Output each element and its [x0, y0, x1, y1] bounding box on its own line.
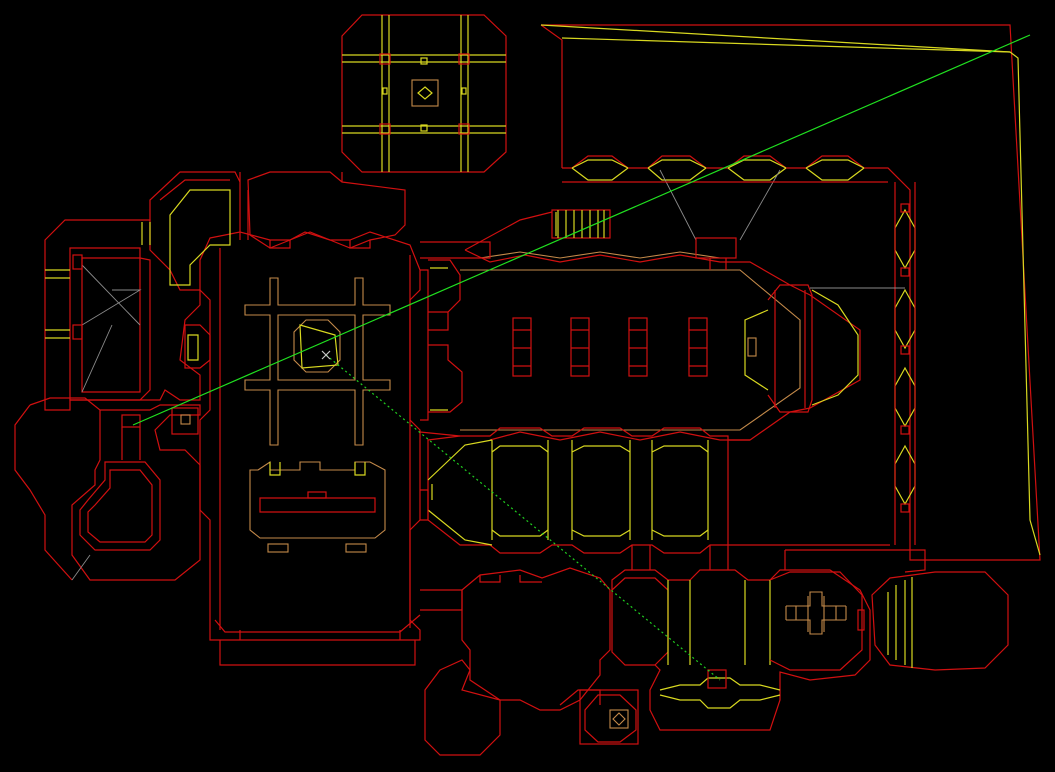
keep-hall-doors [419, 241, 491, 611]
north-antechamber [247, 171, 406, 249]
stairs-north [551, 209, 611, 239]
outdoor-courtyard [540, 24, 1041, 561]
cross-marker-icon [321, 350, 331, 360]
east-rotunda [871, 571, 1009, 671]
trace-lines [132, 34, 1031, 681]
south-bridge [611, 545, 926, 731]
south-window-row [427, 427, 890, 554]
west-keep [199, 172, 421, 666]
west-corridor [44, 171, 241, 411]
southwest-cistern [14, 397, 201, 581]
room-north-shrine [341, 14, 507, 182]
north-window-chain [562, 155, 911, 545]
south-chambers [424, 567, 639, 756]
great-hall [460, 211, 861, 441]
east-window-column [810, 182, 916, 545]
